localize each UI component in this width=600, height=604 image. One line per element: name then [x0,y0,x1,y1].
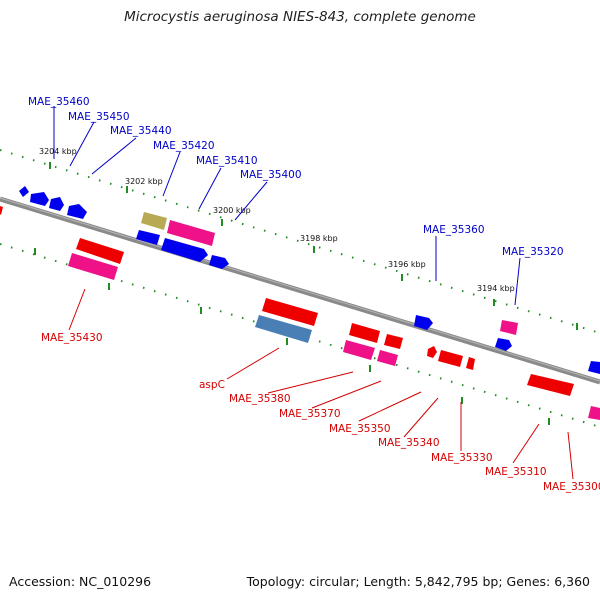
gene-label-forward[interactable]: MAE_35360 [423,224,485,236]
forward-leader-lines [53,106,521,306]
gene-label-reverse[interactable]: MAE_35370 [279,408,341,420]
gene-reverse[interactable] [68,253,118,280]
tick-label: 3194 kbp [477,284,515,293]
genome-backbone [0,196,600,385]
tick-label: 3204 kbp [39,147,77,156]
tick-label: 3202 kbp [125,177,163,186]
gene-forward[interactable] [67,204,87,219]
reverse-leader-lines [68,288,574,480]
forward-genes [19,186,600,374]
gene-reverse[interactable] [427,346,437,358]
gene-label-forward[interactable]: MAE_35410 [196,155,258,167]
gene-reverse[interactable] [466,357,475,370]
gene-forward[interactable] [141,212,167,230]
gene-label-forward[interactable]: MAE_35420 [153,140,215,152]
page-title: Microcystis aeruginosa NIES-843, complet… [124,9,476,25]
gene-label-reverse[interactable]: MAE_35330 [431,452,493,464]
reverse-genes [0,206,600,420]
gene-label-reverse[interactable]: MAE_35310 [485,466,547,478]
genome-backbone-highlight [0,197,600,382]
gene-reverse[interactable] [343,340,375,360]
gene-forward[interactable] [19,186,29,197]
tick-label: 3200 kbp [213,206,251,215]
gene-label-reverse[interactable]: MAE_35300 [543,481,600,493]
tick-label: 3196 kbp [388,260,426,269]
gene-forward[interactable] [136,230,160,245]
gene-reverse[interactable] [527,374,574,396]
gene-forward[interactable] [588,361,600,374]
gene-label-reverse[interactable]: MAE_35350 [329,423,391,435]
gene-label-reverse[interactable]: MAE_35340 [378,437,440,449]
gene-forward[interactable] [209,255,229,269]
gene-reverse[interactable] [0,206,3,215]
gene-label-forward[interactable]: MAE_35450 [68,111,130,123]
genome-summary: Topology: circular; Length: 5,842,795 bp… [246,574,590,589]
gene-label-reverse[interactable]: MAE_35430 [41,332,103,344]
gene-reverse[interactable] [377,350,398,366]
gene-forward[interactable] [30,192,49,206]
gene-label-reverse[interactable]: MAE_35380 [229,393,291,405]
gene-reverse[interactable] [588,406,600,420]
gene-label-reverse[interactable]: aspC [199,379,225,391]
gene-forward[interactable] [167,220,215,246]
gene-forward[interactable] [495,338,512,351]
gene-forward[interactable] [414,315,433,330]
gene-label-forward[interactable]: MAE_35440 [110,125,172,137]
gene-reverse[interactable] [262,298,318,326]
gene-reverse[interactable] [384,334,403,349]
upper-tick-track [0,149,600,334]
gene-forward[interactable] [500,320,518,335]
gene-forward[interactable] [49,197,64,211]
gene-forward[interactable] [161,238,208,262]
gene-label-forward[interactable]: MAE_35400 [240,169,302,181]
gene-reverse[interactable] [255,315,312,343]
accession-label: Accession: NC_010296 [9,574,152,589]
tick-label: 3198 kbp [300,234,338,243]
gene-label-forward[interactable]: MAE_35460 [28,96,90,108]
gene-reverse[interactable] [76,238,124,264]
gene-reverse[interactable] [349,323,380,343]
gene-label-forward[interactable]: MAE_35320 [502,246,564,258]
major-ticks [34,162,578,425]
gene-reverse[interactable] [438,350,463,367]
